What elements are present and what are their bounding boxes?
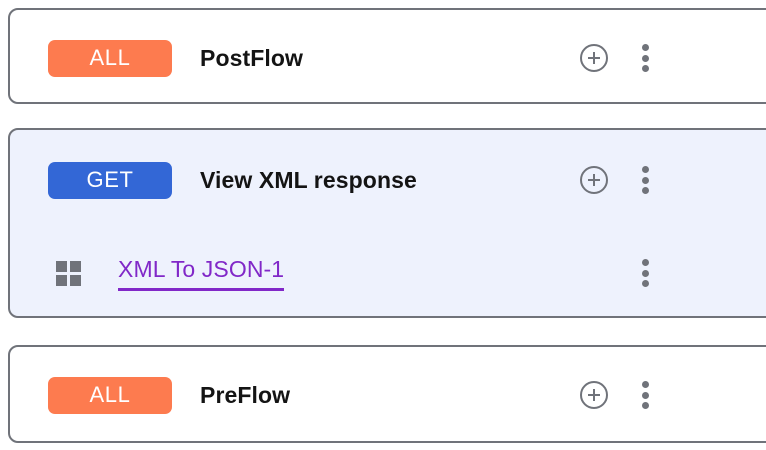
- flow-card-preflow[interactable]: ALL PreFlow: [8, 345, 766, 443]
- add-step-button[interactable]: [580, 166, 608, 194]
- flow-title: PreFlow: [200, 381, 291, 408]
- flow-title: PostFlow: [200, 44, 304, 71]
- flow-card-postflow[interactable]: ALL PostFlow: [8, 8, 766, 104]
- policy-link-xml-to-json-1[interactable]: XML To JSON-1: [118, 256, 285, 291]
- policy-grid-icon: [56, 260, 81, 286]
- flow-row-actions: [580, 165, 654, 195]
- add-step-button[interactable]: [580, 381, 608, 409]
- policy-row-actions: [636, 258, 654, 288]
- flow-header-row[interactable]: GET View XML response: [10, 130, 766, 230]
- flow-card-view-xml-response[interactable]: GET View XML response XML To JSON-1: [8, 128, 766, 318]
- flow-row-actions: [580, 43, 654, 73]
- flow-row-actions: [580, 380, 654, 410]
- flow-more-button[interactable]: [636, 165, 654, 195]
- more-vertical-icon: [636, 43, 654, 73]
- flow-title: View XML response: [200, 166, 417, 193]
- plus-circle-icon: [580, 166, 608, 194]
- policy-more-button[interactable]: [636, 258, 654, 288]
- flow-more-button[interactable]: [636, 43, 654, 73]
- verb-badge-get: GET: [48, 161, 172, 199]
- add-step-button[interactable]: [580, 44, 608, 72]
- verb-badge-all: ALL: [48, 39, 172, 77]
- verb-badge-all: ALL: [48, 376, 172, 414]
- flow-more-button[interactable]: [636, 380, 654, 410]
- more-vertical-icon: [636, 258, 654, 288]
- flow-header-row[interactable]: ALL PreFlow: [10, 347, 766, 443]
- plus-circle-icon: [580, 381, 608, 409]
- more-vertical-icon: [636, 380, 654, 410]
- plus-circle-icon: [580, 44, 608, 72]
- flow-header-row[interactable]: ALL PostFlow: [10, 10, 766, 106]
- more-vertical-icon: [636, 165, 654, 195]
- policy-step-row[interactable]: XML To JSON-1: [10, 230, 766, 316]
